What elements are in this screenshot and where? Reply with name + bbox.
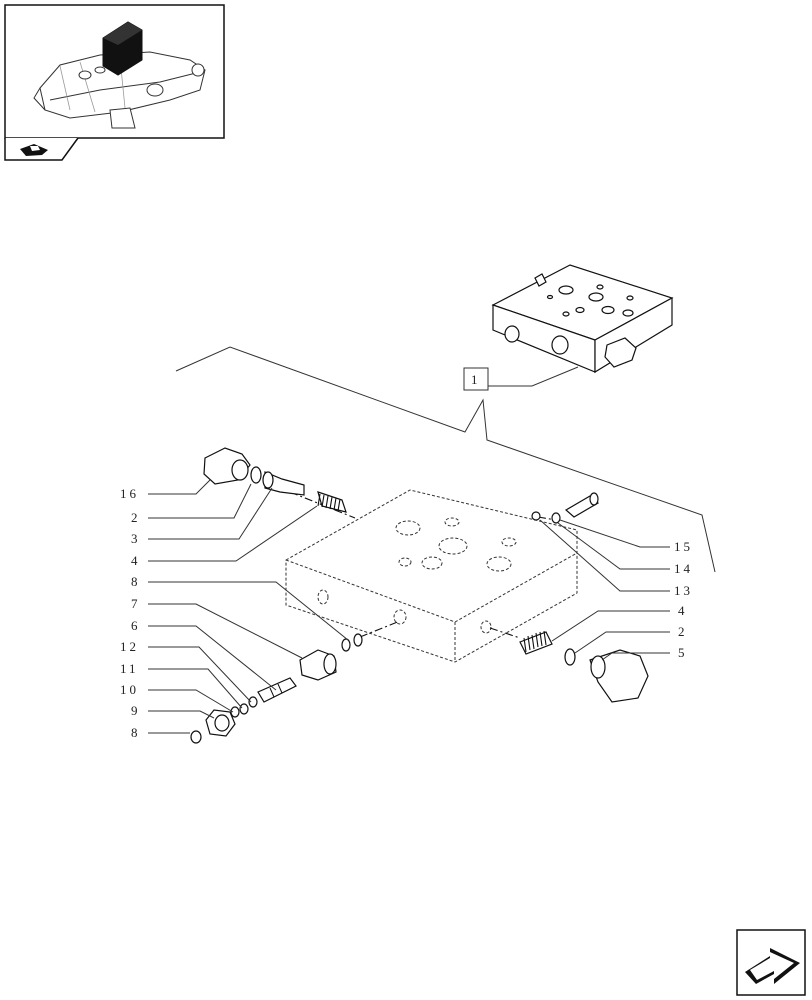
seat-7 (299, 649, 337, 681)
callout-labels: 16 2 3 4 8 7 6 12 11 10 9 8 15 14 13 4 2… (120, 372, 693, 740)
callout-13: 13 (674, 583, 693, 598)
next-page-button[interactable] (736, 929, 806, 996)
section-tab[interactable] (4, 137, 79, 161)
callout-3: 3 (131, 531, 141, 546)
o-ring-2-left (250, 466, 262, 484)
leader-1 (488, 366, 579, 387)
o-ring-2-right (564, 648, 576, 666)
washer-14 (551, 512, 561, 524)
bracket-lines (175, 346, 716, 573)
ring-12 (248, 696, 258, 708)
tractor-housing-thumbnail-icon (33, 21, 206, 129)
callout-2-right: 2 (678, 624, 688, 639)
ring-10 (230, 706, 240, 718)
spring-4-left (317, 491, 347, 513)
spool-3 (262, 471, 305, 496)
callout-15: 15 (674, 539, 693, 554)
ball-13 (531, 511, 541, 521)
assembly-section-icon (20, 144, 48, 156)
thumbnail-frame[interactable] (4, 4, 225, 139)
assembled-valve-block (491, 264, 674, 374)
screw-15 (564, 492, 600, 518)
next-page-arrow-icon (745, 948, 800, 984)
callout-4-left: 4 (131, 553, 141, 568)
callout-16: 16 (120, 486, 139, 501)
callout-8-upper: 8 (131, 574, 141, 589)
callout-7: 7 (131, 596, 141, 611)
callout-12: 12 (120, 639, 139, 654)
callout-6: 6 (131, 618, 141, 633)
plug-5 (589, 649, 649, 703)
callout-box-1 (463, 367, 489, 391)
ring-11 (239, 703, 249, 715)
poppet-6 (257, 677, 297, 703)
callout-14: 14 (674, 561, 693, 576)
callout-2-left: 2 (131, 510, 141, 525)
washer-8-lower (190, 730, 202, 744)
callout-11: 11 (120, 661, 139, 676)
washer-8-upper (341, 633, 363, 652)
callout-5: 5 (678, 645, 688, 660)
callout-1: 1 (471, 372, 481, 387)
plug-16 (203, 447, 251, 485)
axis-right-upper (537, 516, 557, 521)
leader-lines (148, 479, 670, 734)
callout-10: 10 (120, 682, 139, 697)
axis-right-lower (489, 627, 521, 639)
callout-4-right: 4 (678, 603, 688, 618)
spring-4-right (519, 630, 553, 655)
callout-9: 9 (131, 703, 141, 718)
callout-8-lower: 8 (131, 725, 141, 740)
axis-left-lower (359, 620, 401, 638)
valve-body-phantom (285, 489, 578, 663)
nut-9 (205, 709, 236, 737)
